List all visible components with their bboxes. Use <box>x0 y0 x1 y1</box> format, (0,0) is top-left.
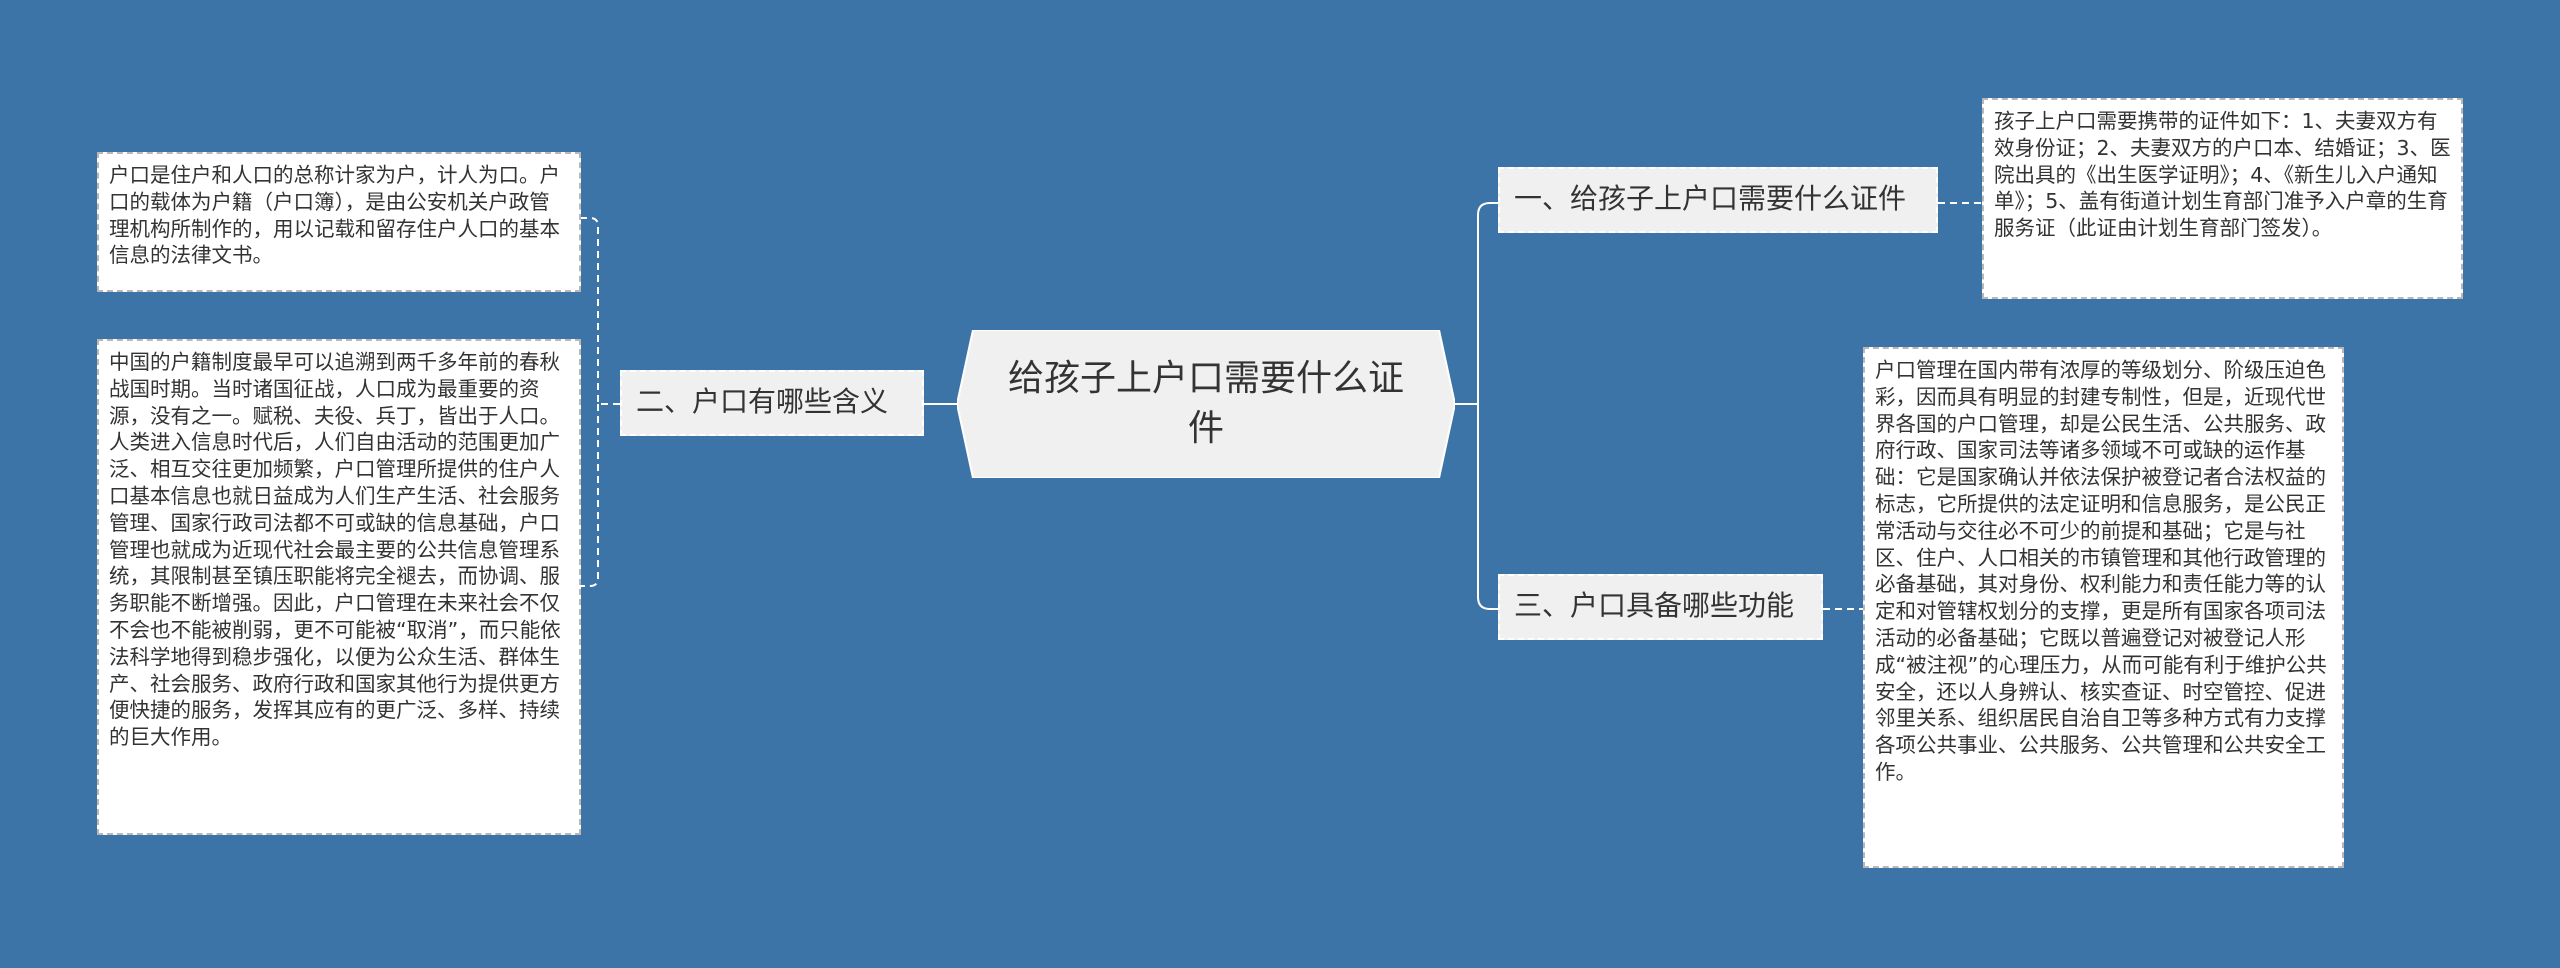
branch-node-3[interactable]: 三、户口具备哪些功能 <box>1498 574 1823 640</box>
leaf-text: 户口管理在国内带有浓厚的等级划分、阶级压迫色彩，因而具有明显的封建专制性，但是，… <box>1875 358 2327 784</box>
branch-label-3: 三、户口具备哪些功能 <box>1514 589 1795 622</box>
leaf-text: 孩子上户口需要携带的证件如下：1、夫妻双方有效身份证；2、夫妻双方的户口本、结婚… <box>1994 109 2451 241</box>
root-node-shape <box>957 330 1455 478</box>
leaf-text: 中国的户籍制度最早可以追溯到两千多年前的春秋战国时期。当时诸国征战，人口成为最重… <box>109 350 561 750</box>
connector-b2-spine-lower <box>581 404 599 587</box>
leaf-node-b2-1[interactable]: 户口是住户和人口的总称计家为户，计人为口。户口的载体为户籍（户口簿），是由公安机… <box>97 152 581 292</box>
connector-right-spine-lower <box>1477 404 1498 610</box>
root-node[interactable]: 给孩子上户口需要什么证件 <box>957 330 1455 478</box>
branch-label-1: 一、给孩子上户口需要什么证件 <box>1514 182 1907 215</box>
connector-right-spine <box>1477 202 1498 404</box>
branch-label-2: 二、户口有哪些含义 <box>636 385 889 418</box>
root-title: 给孩子上户口需要什么证件 <box>1007 358 1404 449</box>
connector-b2-spine <box>581 217 620 405</box>
leaf-node-b3-1[interactable]: 户口管理在国内带有浓厚的等级划分、阶级压迫色彩，因而具有明显的封建专制性，但是，… <box>1863 347 2344 868</box>
leaf-node-b1-1[interactable]: 孩子上户口需要携带的证件如下：1、夫妻双方有效身份证；2、夫妻双方的户口本、结婚… <box>1982 98 2463 299</box>
leaf-text: 户口是住户和人口的总称计家为户，计人为口。户口的载体为户籍（户口簿），是由公安机… <box>109 163 560 268</box>
branch-node-2[interactable]: 二、户口有哪些含义 <box>620 370 924 436</box>
leaf-node-b2-2[interactable]: 中国的户籍制度最早可以追溯到两千多年前的春秋战国时期。当时诸国征战，人口成为最重… <box>97 339 581 835</box>
branch-node-1[interactable]: 一、给孩子上户口需要什么证件 <box>1498 167 1938 233</box>
